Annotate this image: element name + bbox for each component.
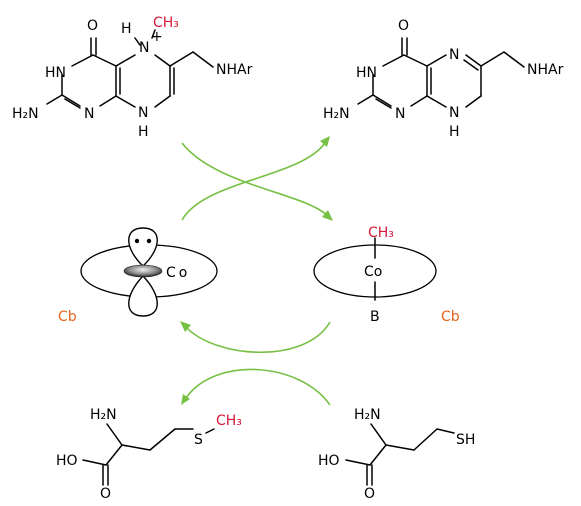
methylcobalamin: CH₃ Co B Cb xyxy=(313,225,460,325)
d-orbital-torus xyxy=(123,264,163,278)
upper-arrows xyxy=(181,136,333,221)
methylcob-co: Co xyxy=(364,264,382,280)
methyl-thf-charge: + xyxy=(151,29,163,45)
methyl-thf-oxygen: O xyxy=(87,18,98,34)
electron-dot-1 xyxy=(134,238,140,244)
methionine-carbonyl-o: O xyxy=(100,486,111,502)
thf-hn: HN xyxy=(356,65,377,81)
methyl-thf-bonds xyxy=(46,29,214,109)
methionine-sulfur: S xyxy=(194,432,203,448)
electron-dot-2 xyxy=(146,238,152,244)
thf-oxygen: O xyxy=(398,18,409,34)
thf-n5: N xyxy=(449,47,459,63)
arrow-hcy-to-met xyxy=(185,368,331,406)
methyl-thf-ring-n: N xyxy=(84,106,94,122)
methyl-thf-methyl: CH₃ xyxy=(153,15,179,31)
methionine-methyl: CH₃ xyxy=(216,413,242,429)
thf-h2n: H₂N xyxy=(323,106,350,122)
arrow-methyl-thf-to-methylcob xyxy=(181,142,328,216)
methyl-thf-hn: HN xyxy=(45,65,66,81)
methylcob-label: Cb xyxy=(441,309,460,325)
methyl-thf-nh-n: N xyxy=(138,105,148,121)
thf-nhar: NHAr xyxy=(527,62,564,78)
methyl-thf-nh-h: H xyxy=(138,124,149,140)
cob-left-co: Co xyxy=(166,265,190,281)
arrow-cob-to-thf xyxy=(181,142,326,221)
arrowhead-cob xyxy=(180,321,191,332)
d-orbital-lower-lobe xyxy=(128,274,158,317)
methyl-thf-molecule: O HN H₂N N N H H N + CH₃ NHAr xyxy=(12,15,253,140)
thf-ring-n: N xyxy=(395,106,405,122)
homocysteine-carbonyl-o: O xyxy=(364,486,375,502)
homocysteine-hydroxyl: HO xyxy=(318,453,340,469)
cob-i-alamin: Co Cb xyxy=(58,227,218,325)
homocysteine-molecule: H₂N HO O SH xyxy=(318,407,475,502)
homocysteine-thiol: SH xyxy=(456,432,475,448)
methyl-thf-n5-h: H xyxy=(121,21,132,37)
methionine-bonds xyxy=(82,423,215,486)
thf-nh-n: N xyxy=(449,105,459,121)
homocysteine-amine: H₂N xyxy=(354,407,381,423)
thf-nh-h: H xyxy=(449,124,460,140)
methylcob-base: B xyxy=(370,309,380,325)
methionine-hydroxyl: HO xyxy=(56,453,78,469)
methionine-molecule: H₂N HO O S CH₃ xyxy=(56,407,242,502)
arrow-methylcob-to-cob xyxy=(185,321,331,354)
methionine-amine: H₂N xyxy=(90,407,117,423)
arrowhead-thf xyxy=(320,136,330,147)
homocysteine-bonds xyxy=(345,423,455,486)
methyl-thf-n5: N xyxy=(139,40,149,56)
methyl-thf-h2n: H₂N xyxy=(12,106,39,122)
arrowhead-methylcob xyxy=(322,210,333,221)
thf-molecule: O HN H₂N N N N H NHAr xyxy=(323,18,564,140)
cob-left-label: Cb xyxy=(58,309,77,325)
lower-arrows xyxy=(180,321,331,406)
methylcob-methyl: CH₃ xyxy=(368,225,394,241)
d-orbital-upper-lobe xyxy=(128,227,158,267)
arrowhead-met xyxy=(181,394,190,405)
methyl-thf-nhar: NHAr xyxy=(216,62,253,78)
thf-bonds xyxy=(357,37,525,109)
